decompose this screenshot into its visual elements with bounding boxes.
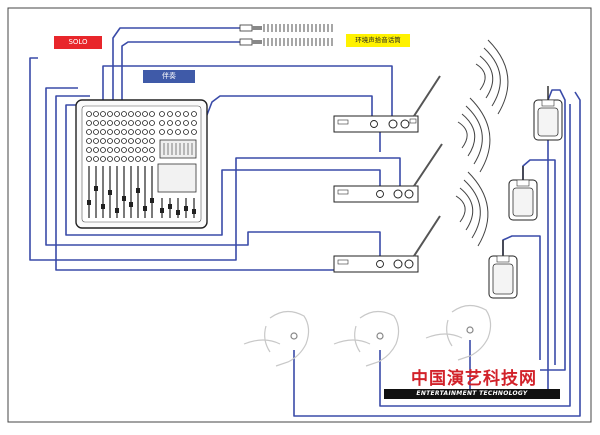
cable-rx1-ear	[540, 89, 566, 371]
bodypack-receiver-icon	[533, 86, 563, 141]
in-ear-performer-icon	[243, 310, 310, 367]
ambient-mic-label: 环境声拾音话筒	[346, 34, 410, 47]
in-ear-performer-icon	[333, 310, 400, 367]
watermark-en: ENTERTAINMENT TECHNOLOGY	[384, 389, 560, 399]
cable-ambient-mic-2	[121, 41, 240, 100]
antenna-icon	[413, 143, 443, 187]
cable-ear-2	[379, 104, 571, 407]
diagram-frame	[7, 7, 592, 423]
antenna-icon	[413, 75, 441, 117]
antenna-icon	[413, 215, 441, 257]
wireless-transmitter-icon	[333, 75, 441, 133]
cable-ear-1	[293, 91, 581, 417]
mixing-console-icon	[75, 99, 208, 229]
cable-tx3-a	[45, 87, 381, 256]
cable-tx2-a	[65, 104, 381, 236]
cable-tx2-b	[29, 57, 401, 261]
cable-tx1-b	[204, 95, 373, 121]
cable-ambient-mic-1	[112, 27, 240, 100]
wave-icon	[455, 171, 489, 247]
wireless-transmitter-icon	[333, 143, 443, 203]
bodypack-receiver-icon	[488, 240, 518, 299]
watermark: 中国演艺科技网 ENTERTAINMENT TECHNOLOGY	[380, 369, 568, 401]
cable-tx1-a	[102, 65, 393, 118]
bodypack-receiver-icon	[508, 166, 538, 221]
solo-label: SOLO	[54, 36, 102, 49]
accompaniment-label: 伴奏	[143, 70, 195, 83]
cable-ear-3	[469, 110, 549, 397]
ambient-mic-group	[239, 23, 336, 46]
watermark-cn: 中国演艺科技网	[411, 369, 537, 389]
microphone-icon	[239, 38, 333, 46]
wireless-transmitter-icon	[333, 215, 441, 273]
microphone-icon	[239, 23, 336, 33]
wave-icon	[475, 39, 509, 115]
in-ear-performer-icon	[425, 304, 492, 361]
wave-icon	[457, 97, 491, 173]
